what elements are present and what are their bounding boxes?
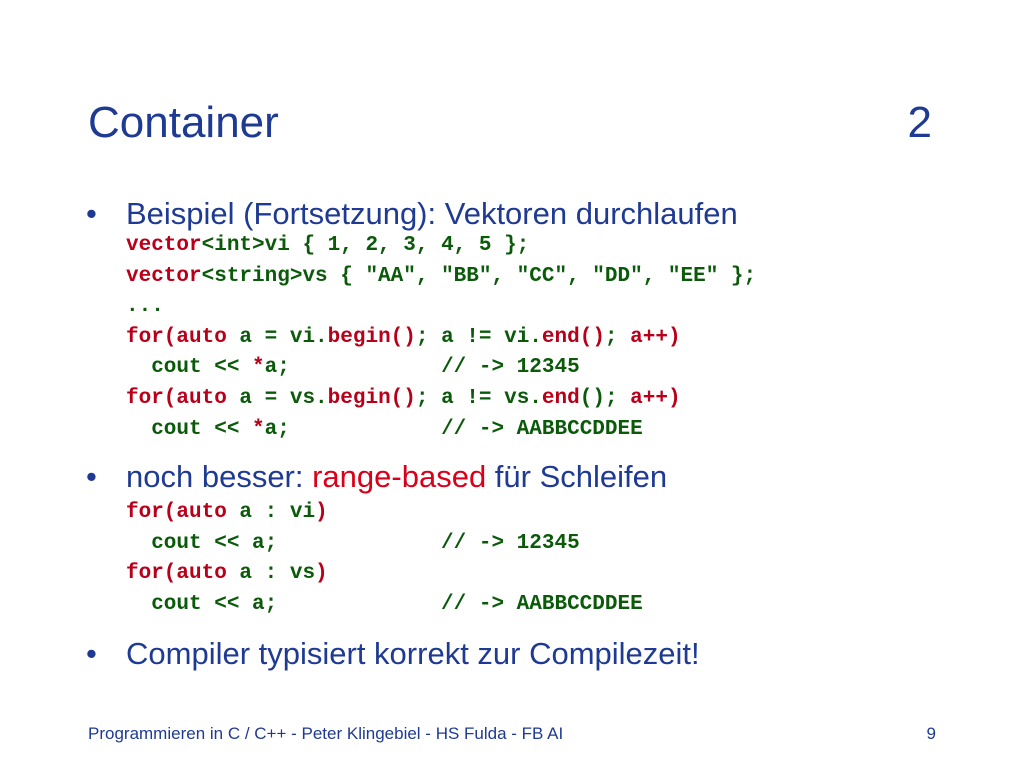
code-token: ; — [604, 325, 631, 349]
code-token: begin() — [327, 386, 416, 410]
code-token: ) — [315, 501, 328, 524]
code-token: cout << a; // -> 12345 — [126, 531, 580, 555]
bullet-part-highlight: range-based — [312, 459, 487, 494]
code-token: a = vs. — [226, 386, 328, 410]
code-line: vector<string>vs { "AA", "BB", "CC", "DD… — [126, 262, 756, 293]
code-line: for(auto a : vs) — [126, 559, 643, 590]
code-token: ; a != vi. — [415, 325, 542, 349]
code-line: cout << *a; // -> AABBCCDDEE — [126, 415, 756, 446]
bullet-part: Compiler typisiert korrekt zur Compileze… — [126, 636, 700, 671]
code-line: cout << a; // -> AABBCCDDEE — [126, 590, 643, 621]
code-token: begin() — [327, 325, 416, 349]
code-token: for(auto — [126, 386, 227, 410]
code-token: for(auto — [126, 562, 227, 586]
code-token: <string>vs { "AA", "BB", "CC", "DD", "EE… — [201, 264, 757, 288]
code-token: for(auto — [126, 325, 227, 349]
bullet-text: noch besser: range-based für Schleifen — [126, 459, 667, 495]
code-token: a : vs — [226, 562, 316, 586]
bullet-text: Compiler typisiert korrekt zur Compileze… — [126, 636, 700, 672]
code-token: a; // -> 12345 — [264, 356, 580, 380]
footer-text: Programmieren in C / C++ - Peter Klingeb… — [88, 724, 564, 743]
code-token: () — [579, 386, 605, 410]
code-token: vector — [126, 264, 202, 288]
code-token: ; a != vs. — [415, 386, 542, 410]
code-token: * — [252, 356, 265, 380]
code-token: for(auto — [126, 501, 227, 524]
bullet-dot: • — [86, 636, 97, 671]
code-token: vector — [126, 234, 202, 257]
code-line: cout << a; // -> 12345 — [126, 529, 643, 560]
code-token: a; // -> AABBCCDDEE — [264, 417, 643, 441]
code-line: for(auto a = vs.begin(); a != vs.end(); … — [126, 384, 756, 415]
bullet-part: Beispiel (Fortsetzung): Vektoren durchla… — [126, 196, 738, 231]
code-line: vector<int>vi { 1, 2, 3, 4, 5 }; — [126, 231, 756, 262]
bullet-text: Beispiel (Fortsetzung): Vektoren durchla… — [126, 196, 738, 232]
code-token: <int>vi { 1, 2, 3, 4, 5 }; — [201, 234, 530, 257]
code-token: * — [252, 417, 265, 441]
code-line: ... — [126, 292, 756, 323]
bullet-part: für Schleifen — [486, 459, 668, 494]
slide-title: Container — [88, 98, 279, 147]
code-token: a++) — [630, 325, 681, 349]
page-number: 9 — [926, 724, 936, 743]
code-token: end() — [541, 325, 605, 349]
code-token: cout << — [126, 356, 253, 380]
code-token: cout << a; // -> AABBCCDDEE — [126, 592, 643, 616]
code-token: a++) — [630, 386, 681, 410]
slide-title-number: 2 — [907, 98, 932, 147]
bullet-dot: • — [86, 459, 97, 494]
code-block-1: vector<int>vi { 1, 2, 3, 4, 5 };vector<s… — [126, 231, 756, 445]
code-line: for(auto a = vi.begin(); a != vi.end(); … — [126, 323, 756, 354]
code-token: ) — [315, 562, 328, 586]
code-token: ... — [126, 295, 164, 319]
bullet-dot: • — [86, 196, 97, 231]
code-line: cout << *a; // -> 12345 — [126, 353, 756, 384]
code-token: a = vi. — [226, 325, 328, 349]
code-token: cout << — [126, 417, 253, 441]
code-line: for(auto a : vi) — [126, 498, 643, 529]
code-token: end — [541, 386, 580, 410]
code-token: a : vi — [226, 501, 316, 524]
bullet-part: noch besser: — [126, 459, 313, 494]
code-token: ; — [604, 386, 631, 410]
